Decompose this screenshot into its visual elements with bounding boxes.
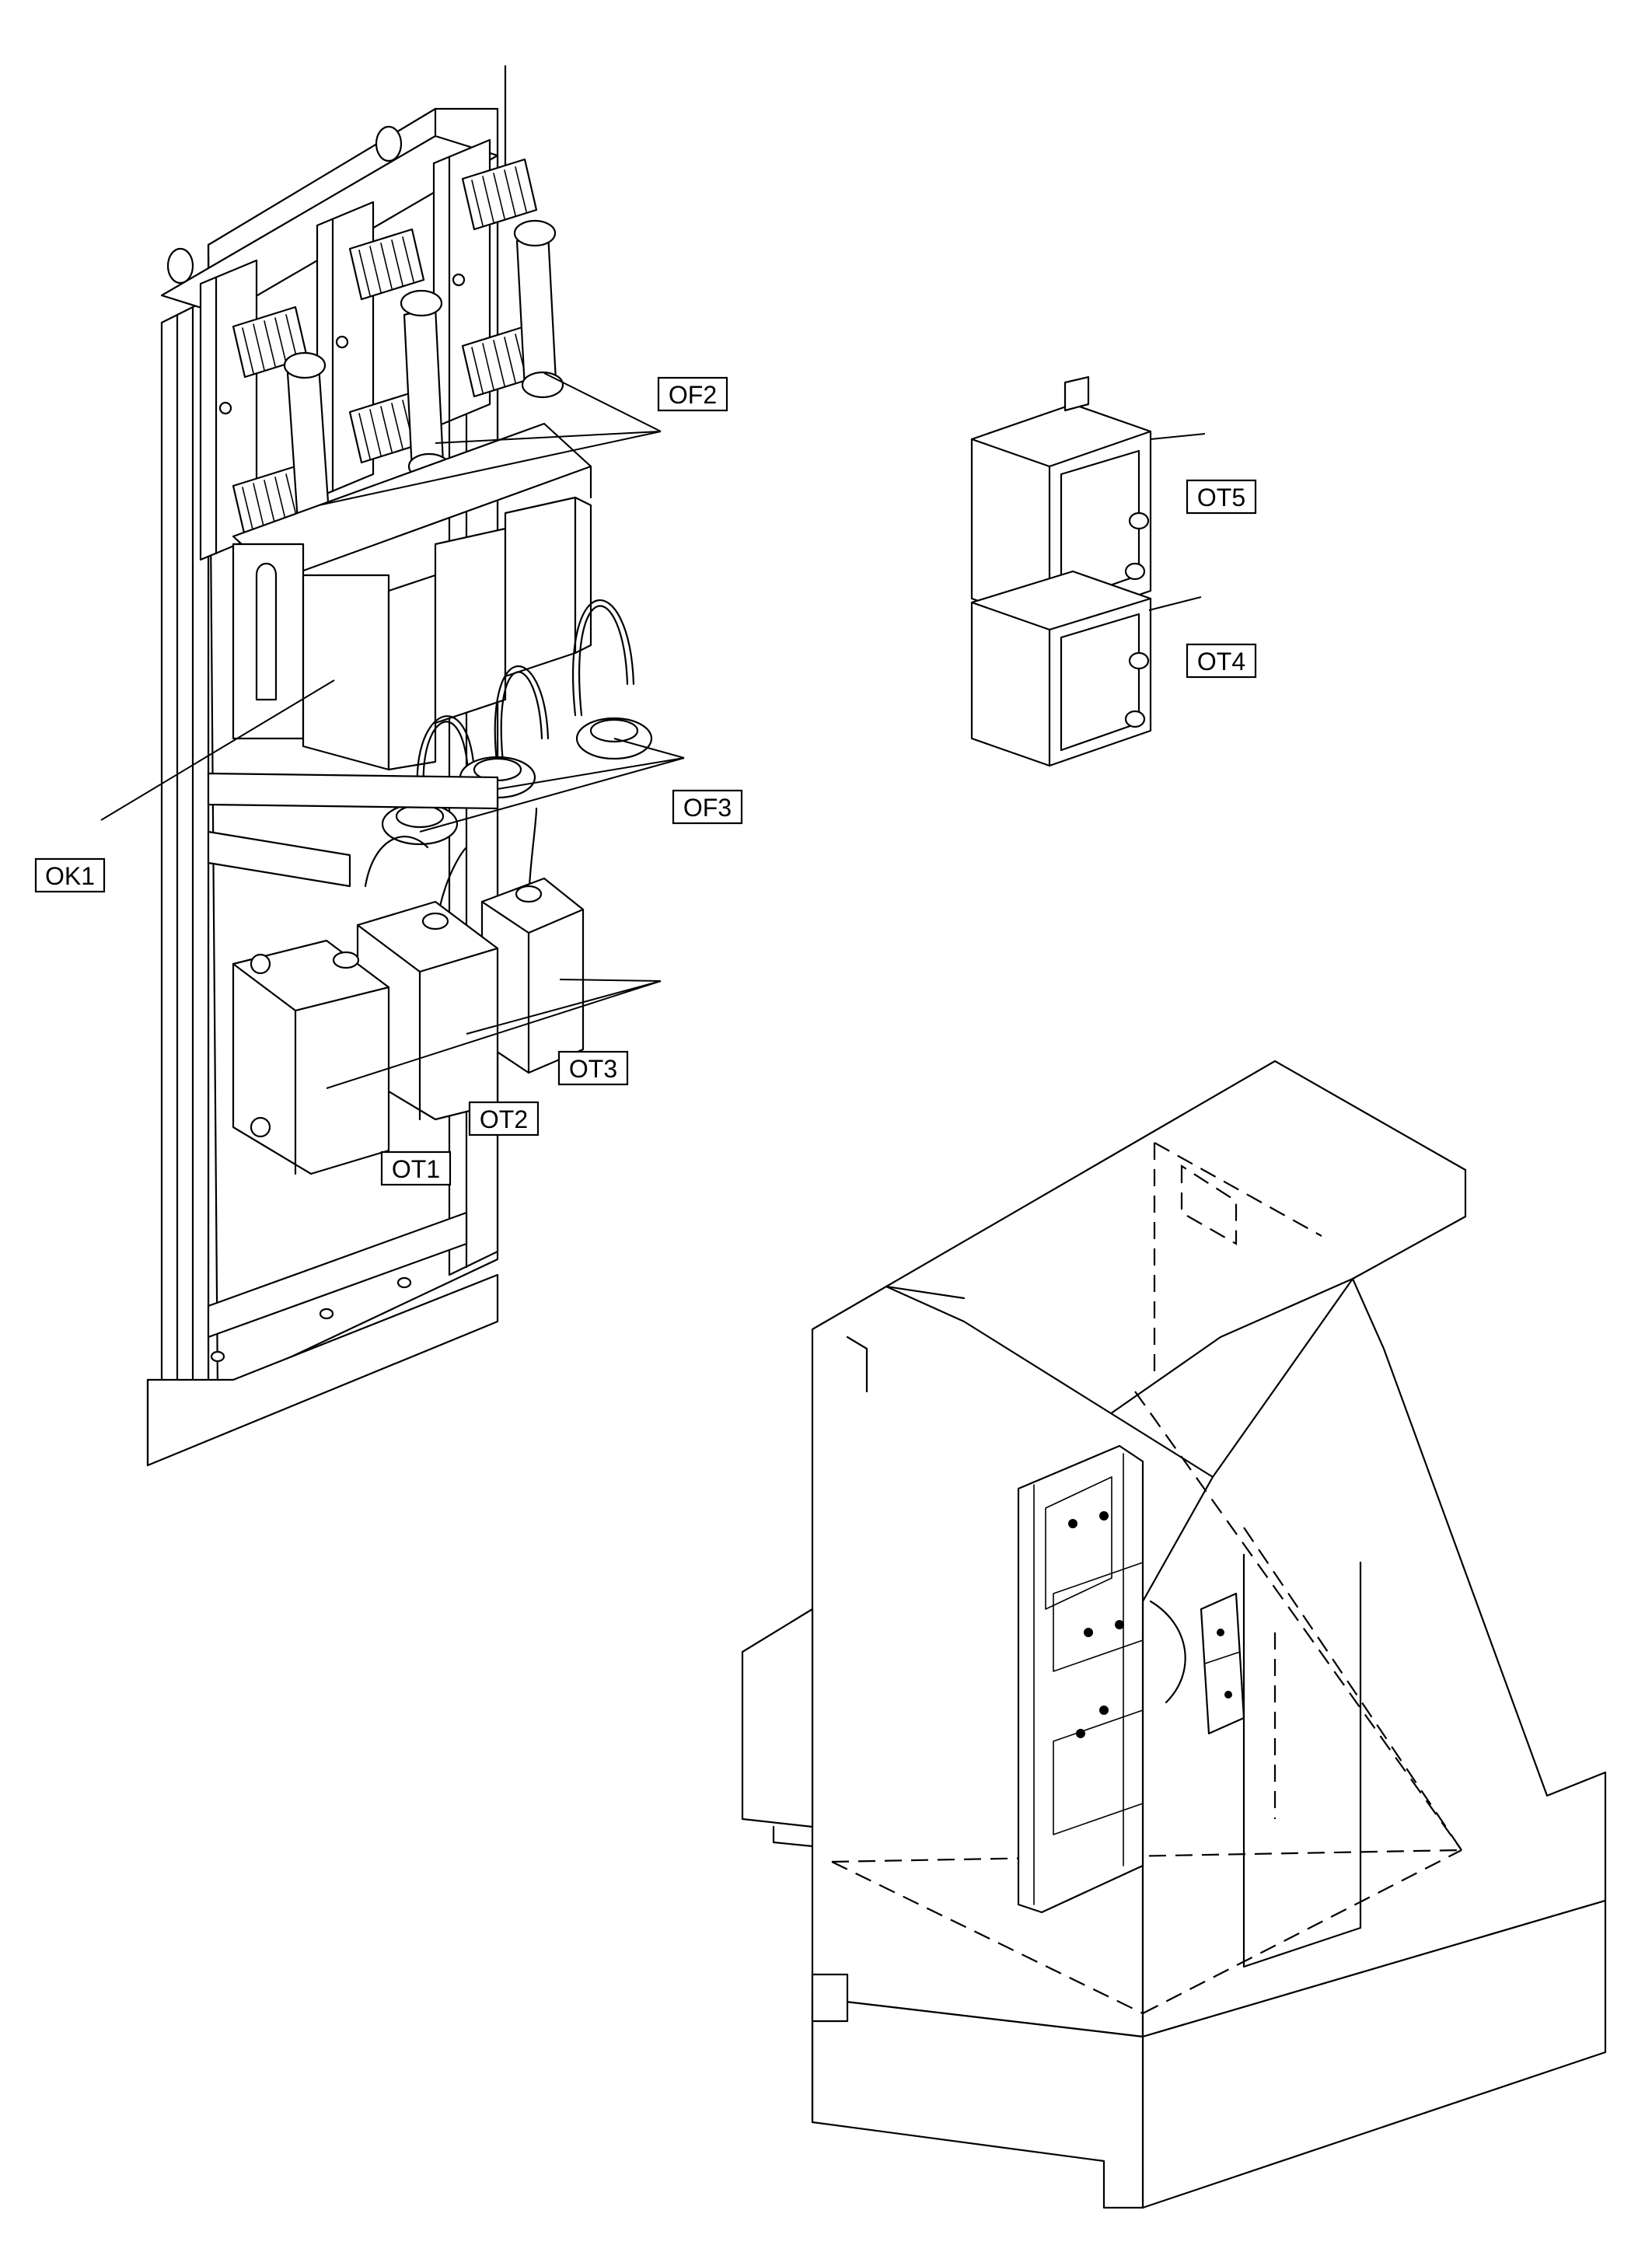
callout-ot4-text: OT4 [1197,648,1245,676]
callout-ot4: OT4 [1186,643,1257,679]
callout-of3: OF3 [672,789,743,825]
transformer-ot4-ot5-assembly [970,375,1152,767]
enclosure-locator-view [741,1060,1607,2209]
callout-ok1-text: OK1 [45,862,95,890]
callout-of2: OF2 [657,376,728,412]
callout-of2-text: OF2 [669,381,717,409]
switchgear-assembly [146,65,653,1467]
callout-ot3-text: OT3 [569,1055,617,1083]
contactor-ok1 [232,496,592,771]
insulator-group [232,158,538,538]
leader-lines [100,372,1206,1089]
callout-ot2: OT2 [468,1101,540,1136]
callout-of3-text: OF3 [683,794,732,822]
callout-ot3: OT3 [557,1050,629,1086]
transformer-group [232,807,585,1175]
callout-ot2-text: OT2 [480,1105,528,1133]
callout-ot1-text: OT1 [392,1155,440,1183]
switchgear-miniature [1017,1444,1245,1914]
callout-ot5-text: OT5 [1197,484,1245,512]
callout-ok1: OK1 [34,857,106,893]
callout-ot5: OT5 [1186,479,1257,515]
fuse-of2-group [283,219,564,554]
callout-ot1: OT1 [380,1150,452,1186]
